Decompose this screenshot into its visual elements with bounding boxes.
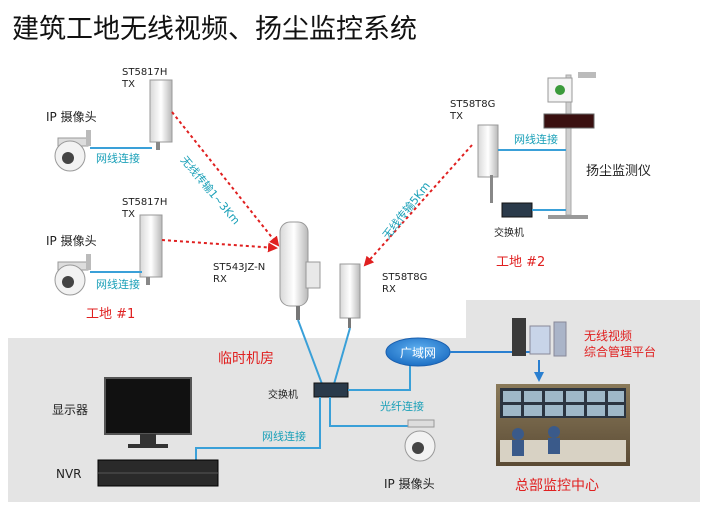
nvr-device — [97, 459, 219, 487]
site2-tx-antenna — [477, 124, 499, 203]
wireless-link-site2 — [363, 144, 473, 267]
tx2-antenna — [139, 214, 163, 285]
tx2-role: TX — [121, 209, 135, 220]
monitor-device — [104, 377, 192, 448]
tx1-model: ST5817H — [122, 67, 167, 78]
rx1-role: RX — [213, 274, 227, 285]
platform-line-2: 综合管理平台 — [584, 344, 656, 359]
tx2-model: ST5817H — [122, 197, 167, 208]
wireless-label-site1: 无线传输1~3Km — [178, 153, 243, 227]
tx1-role: TX — [121, 79, 135, 90]
camera-label-1: IP 摄像头 — [46, 109, 97, 124]
rx1-model: ST543JZ-N — [213, 262, 265, 273]
fiber-link — [348, 364, 411, 391]
page-title: 建筑工地无线视频、扬尘监控系统 — [12, 14, 417, 45]
nvr-label: NVR — [56, 467, 82, 481]
ip-camera-room — [404, 419, 436, 462]
rx1-antenna — [279, 221, 321, 320]
rx2-role: RX — [382, 284, 396, 295]
hq-control-room-image — [496, 384, 630, 466]
room-switch-label: 交换机 — [268, 388, 298, 401]
site2-tx-model: ST58T8G — [450, 99, 495, 110]
site2-switch — [501, 202, 566, 218]
cable-switch-camera — [329, 397, 408, 427]
wireless-link-tx2 — [161, 239, 278, 253]
site2-wired-label: 网线连接 — [514, 132, 558, 146]
site2-label: 工地 #2 — [496, 255, 545, 270]
room-panel — [8, 338, 466, 502]
cable-rx2-switch — [333, 327, 351, 385]
cable-rx1-switch — [297, 319, 323, 385]
dust-monitor-device — [543, 72, 596, 219]
fiber-label: 光纤连接 — [380, 399, 424, 413]
wired-label-2: 网线连接 — [96, 277, 140, 291]
site1-label: 工地 #1 — [86, 307, 135, 322]
wan-label: 广域网 — [400, 346, 436, 360]
room-label: 临时机房 — [218, 351, 274, 367]
wireless-label-site2: 无线传输5Km — [379, 179, 432, 242]
wired-label-1: 网线连接 — [96, 151, 140, 165]
camera-label-2: IP 摄像头 — [46, 233, 97, 248]
rx2-antenna — [339, 263, 361, 328]
hq-label: 总部监控中心 — [515, 478, 599, 494]
room-switch — [313, 382, 349, 398]
dust-monitor-label: 扬尘监测仪 — [586, 164, 651, 179]
platform-line-1: 无线视频 — [584, 328, 632, 343]
platform-servers — [512, 318, 567, 357]
ip-camera-1 — [54, 130, 91, 172]
site2-tx-role: TX — [449, 111, 463, 122]
cable-switch-nvr — [195, 397, 321, 470]
wireless-link-tx1 — [171, 111, 280, 247]
tx1-antenna — [149, 79, 173, 150]
ip-camera-2 — [54, 254, 91, 296]
monitor-label: 显示器 — [52, 403, 88, 417]
room-camera-label: IP 摄像头 — [384, 476, 435, 491]
rx2-model: ST58T8G — [382, 272, 427, 283]
room-wired-label: 网线连接 — [262, 429, 306, 443]
site2-switch-label: 交换机 — [494, 226, 524, 239]
